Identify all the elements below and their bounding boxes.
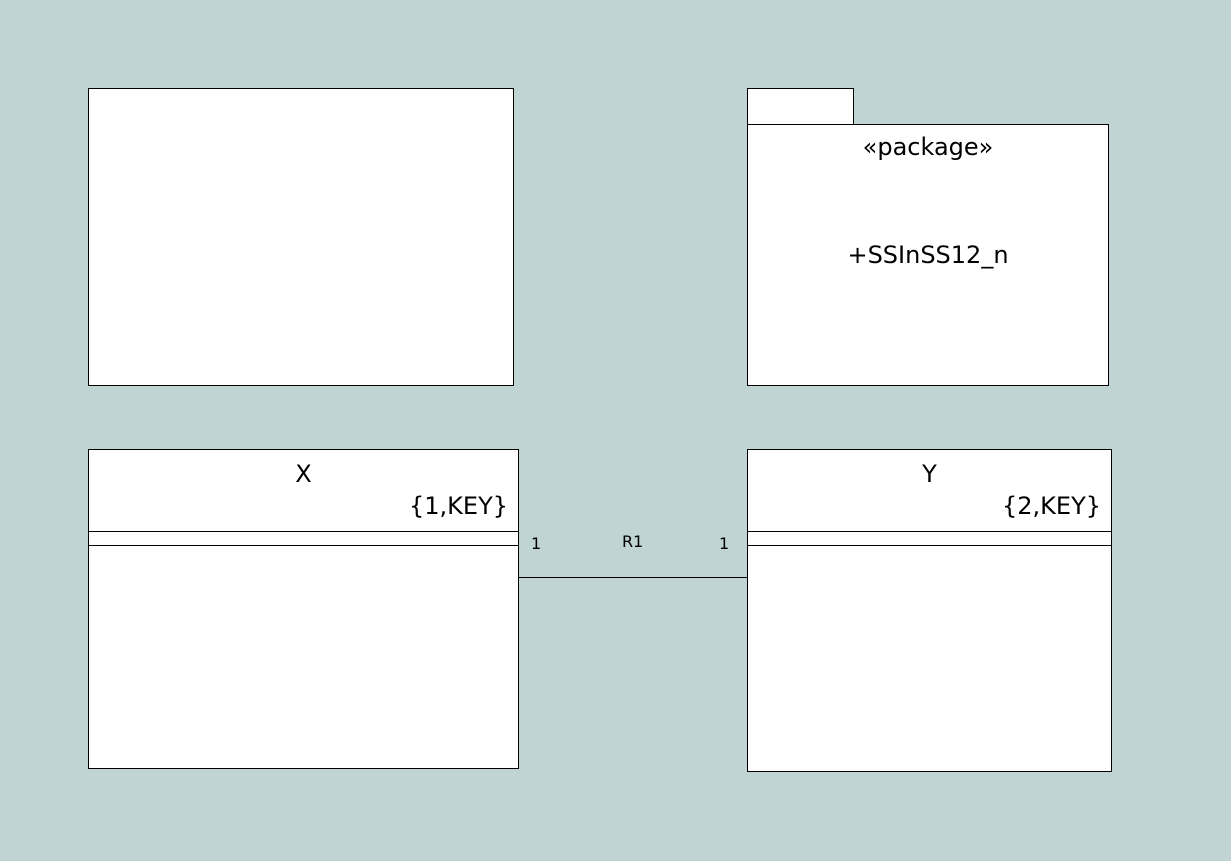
class-x-constraint: {1,KEY} — [409, 492, 508, 520]
class-y-attributes-separator — [748, 531, 1111, 532]
association-multiplicity-y: 1 — [719, 534, 730, 553]
package-member: +SSInSS12_n — [847, 241, 1009, 269]
association-multiplicity-x: 1 — [531, 534, 542, 553]
class-y-constraint: {2,KEY} — [1002, 492, 1101, 520]
package-tab[interactable] — [747, 88, 854, 126]
class-y-name: Y — [922, 460, 937, 488]
empty-box[interactable] — [88, 88, 514, 386]
package-stereotype: «package» — [862, 133, 994, 161]
class-x-operations-separator — [89, 545, 518, 546]
association-name: R1 — [622, 532, 644, 551]
package-body[interactable]: «package» +SSInSS12_n — [747, 124, 1109, 386]
class-x-attributes-separator — [89, 531, 518, 532]
association-line[interactable] — [519, 577, 747, 578]
class-y-operations-separator — [748, 545, 1111, 546]
class-x-name: X — [295, 460, 312, 488]
class-y[interactable]: Y {2,KEY} — [747, 449, 1112, 772]
class-x[interactable]: X {1,KEY} — [88, 449, 519, 769]
